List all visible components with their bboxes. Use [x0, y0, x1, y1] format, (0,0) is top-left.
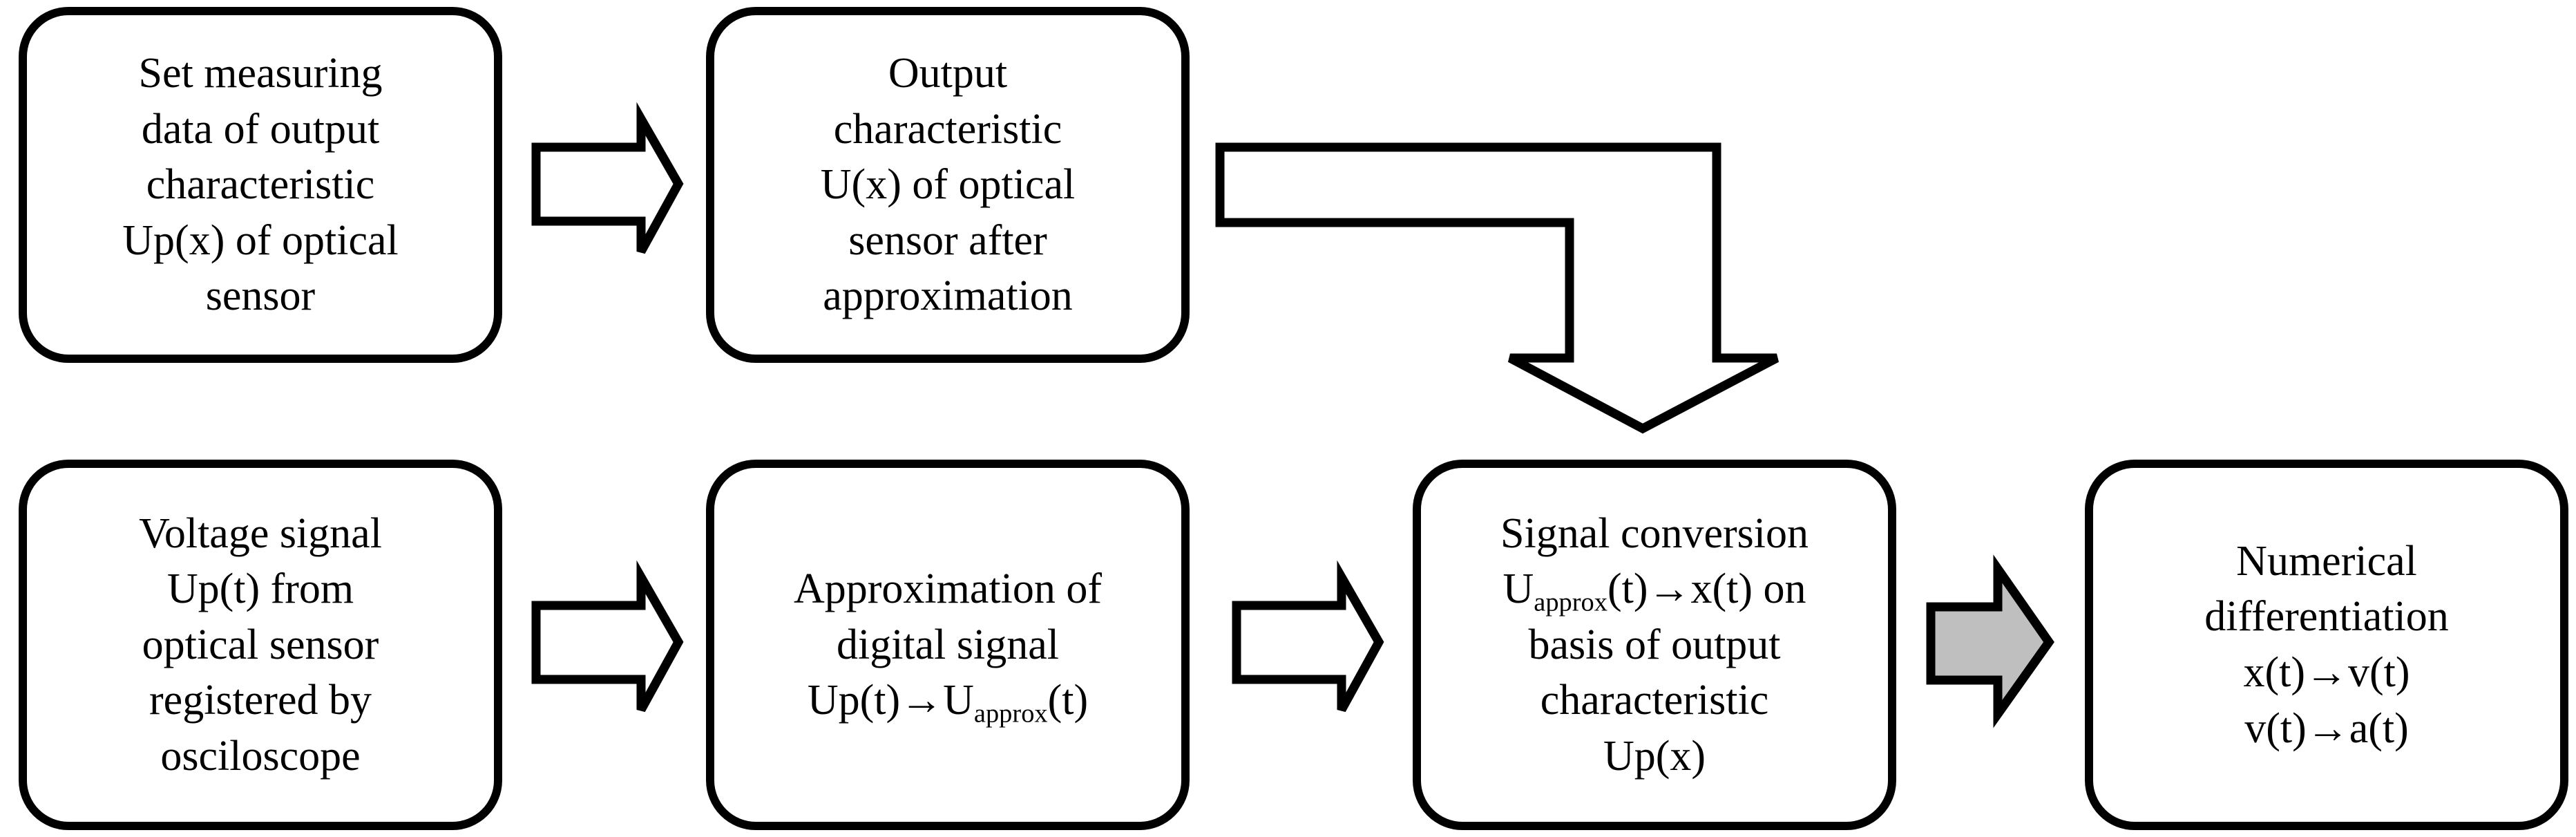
output-characteristic-label: Output characteristic U(x) of optical se… [820, 50, 1076, 320]
arrow-approximation-to-signal-conversion [1232, 560, 1384, 713]
arrow-output-characteristic-to-signal-conversion [1215, 142, 1780, 434]
arrow-set-measuring-to-output-characteristic [531, 102, 684, 254]
arrow-signal-conversion-to-numerical-differentiation [1926, 554, 2054, 728]
set-measuring-data-label: Set measuring data of output characteris… [122, 50, 399, 320]
numerical-differentiation-label: Numerical differentiation x(t)→v(t) v(t)… [2204, 537, 2449, 752]
arrow-voltage-signal-to-approximation [531, 560, 684, 713]
voltage-signal-label: Voltage signal Up(t) from optical sensor… [139, 509, 382, 780]
voltage-signal-node[interactable]: Voltage signal Up(t) from optical sensor… [19, 460, 502, 830]
numerical-differentiation-node[interactable]: Numerical differentiation x(t)→v(t) v(t)… [2085, 460, 2568, 830]
output-characteristic-node[interactable]: Output characteristic U(x) of optical se… [706, 7, 1190, 363]
set-measuring-data-node[interactable]: Set measuring data of output characteris… [19, 7, 502, 363]
